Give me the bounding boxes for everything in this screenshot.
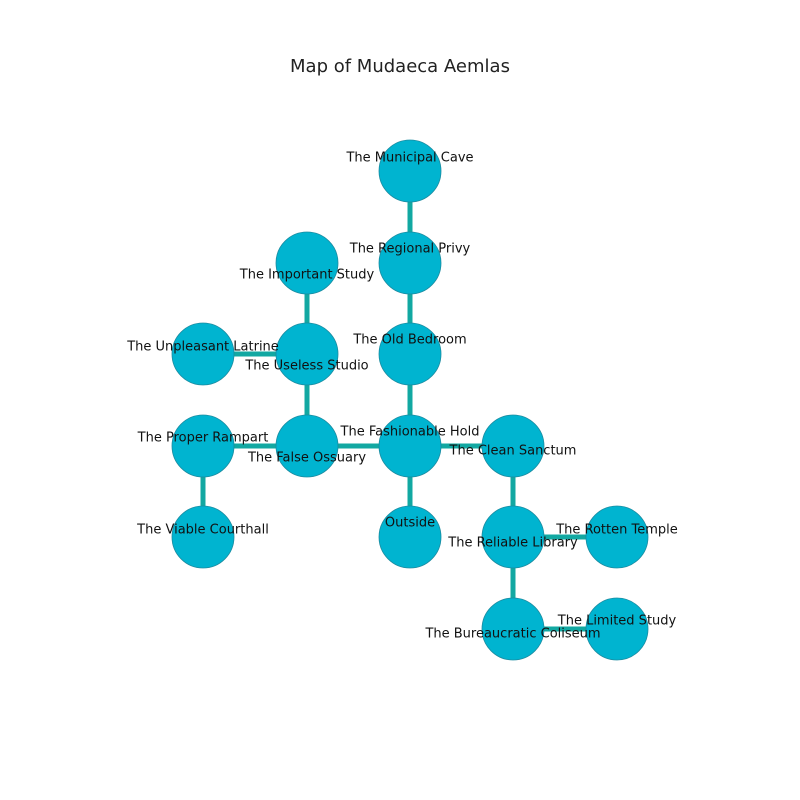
node-municipal-cave xyxy=(378,139,442,203)
node-label-old-bedroom: The Old Bedroom xyxy=(352,333,466,348)
node-proper-rampart xyxy=(171,414,235,478)
node-layer xyxy=(171,139,649,661)
node-label-useless-studio: The Useless Studio xyxy=(244,359,368,374)
node-label-important-study: The Important Study xyxy=(239,268,375,283)
node-label-viable-courthall: The Viable Courthall xyxy=(136,523,269,538)
node-useless-studio xyxy=(275,322,339,386)
node-label-rotten-temple: The Rotten Temple xyxy=(555,523,678,538)
node-reliable-library xyxy=(481,505,545,569)
node-label-municipal-cave: The Municipal Cave xyxy=(345,151,473,166)
node-label-false-ossuary: The False Ossuary xyxy=(247,451,366,466)
node-false-ossuary xyxy=(275,414,339,478)
node-label-outside: Outside xyxy=(385,516,435,531)
map-title: Map of Mudaeca Aemlas xyxy=(290,56,510,77)
node-bureaucratic-coliseum xyxy=(481,597,545,661)
node-regional-privy xyxy=(378,231,442,295)
node-label-bureaucratic-coliseum: The Bureaucratic Coliseum xyxy=(424,627,600,642)
node-rotten-temple xyxy=(585,505,649,569)
node-label-proper-rampart: The Proper Rampart xyxy=(137,431,269,446)
node-label-clean-sanctum: The Clean Sanctum xyxy=(449,444,577,459)
node-unpleasant-latrine xyxy=(171,322,235,386)
node-label-fashionable-hold: The Fashionable Hold xyxy=(340,425,480,440)
node-limited-study xyxy=(585,597,649,661)
node-old-bedroom xyxy=(378,322,442,386)
node-clean-sanctum xyxy=(481,414,545,478)
node-outside xyxy=(378,505,442,569)
node-label-unpleasant-latrine: The Unpleasant Latrine xyxy=(126,340,279,355)
node-viable-courthall xyxy=(171,505,235,569)
node-fashionable-hold xyxy=(378,414,442,478)
node-label-regional-privy: The Regional Privy xyxy=(349,242,471,257)
node-label-limited-study: The Limited Study xyxy=(557,614,677,629)
node-label-reliable-library: The Reliable Library xyxy=(447,536,578,551)
node-important-study xyxy=(275,231,339,295)
